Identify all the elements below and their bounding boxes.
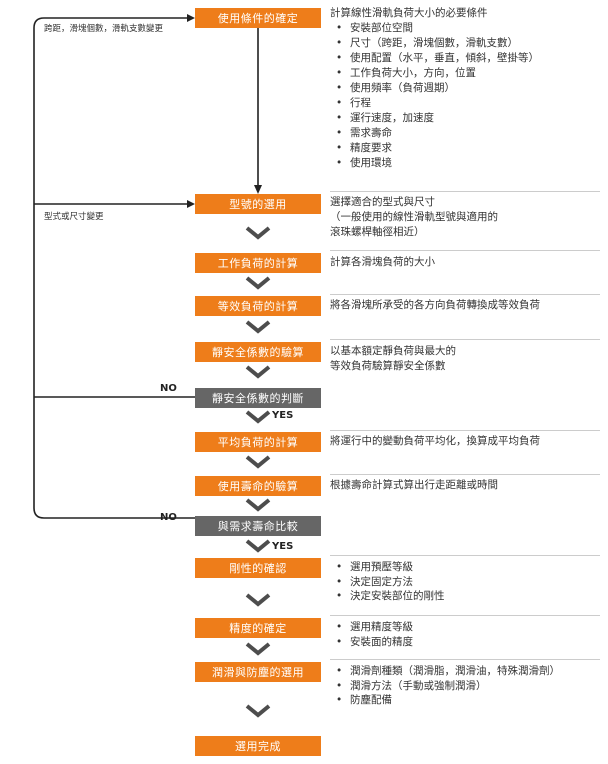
step-precision: 精度的確定 [195,618,321,638]
rigidity-description: 選用預壓等級 決定固定方法 決定安裝部位的剛性 [330,560,600,604]
chevron-down-icon [245,365,271,379]
lubrication-description: 潤滑劑種類（潤滑脂，潤滑油，特殊潤滑劑） 潤滑方法（手動或強制潤滑） 防塵配備 [330,664,600,708]
step-complete: 選用完成 [195,736,321,756]
static-safety-line: 以基本額定靜負荷與最大的 [330,345,456,357]
step-static-safety-decision: 靜安全係數的判斷 [195,388,321,408]
list-item: 決定安裝部位的剛性 [330,589,600,604]
step-working-load: 工作負荷的計算 [195,253,321,273]
arrowhead-top [187,14,195,22]
list-item: 使用頻率（負荷週期） [330,81,600,96]
list-item: 工作負荷大小，方向，位置 [330,66,600,81]
arrowhead-model [187,200,195,208]
list-item: 行程 [330,96,600,111]
no-label: NO [160,383,177,394]
loop-label-model: 型式或尺寸變更 [44,212,104,222]
list-item: 尺寸（跨距，滑塊個數，滑軌支數） [330,36,600,51]
chevron-down-icon [245,593,271,607]
precision-description: 選用精度等級 安裝面的精度 [330,620,600,649]
step-static-safety-check: 靜安全係數的驗算 [195,342,321,362]
static-safety-line: 等效負荷驗算靜安全係數 [330,360,446,372]
list-item: 潤滑劑種類（潤滑脂，潤滑油，特殊潤滑劑） [330,664,600,679]
divider [330,250,600,251]
mean-load-description: 將運行中的變動負荷平均化，換算成平均負荷 [330,435,540,447]
life-description: 根據壽命計算式算出行走距離或時間 [330,479,498,491]
step-life-check: 使用壽命的驗算 [195,476,321,496]
conditions-list: 安裝部位空間 尺寸（跨距，滑塊個數，滑軌支數） 使用配置（水平，垂直，傾斜，壁掛… [330,21,600,171]
chevron-down-icon [245,455,271,469]
list-item: 使用配置（水平，垂直，傾斜，壁掛等） [330,51,600,66]
conditions-description: 計算線性滑軌負荷大小的必要條件 安裝部位空間 尺寸（跨距，滑塊個數，滑軌支數） … [330,6,600,171]
divider [330,339,600,340]
working-load-description: 計算各滑塊負荷的大小 [330,256,435,268]
chevron-down-icon [245,226,271,240]
step-rigidity: 剛性的確認 [195,558,321,578]
step-equivalent-load: 等效負荷的計算 [195,296,321,316]
divider [330,294,600,295]
arrowhead-1 [254,185,262,194]
model-line: 選擇適合的型式與尺寸 [330,196,435,208]
list-item: 防塵配備 [330,693,600,708]
yes-label: YES [272,541,294,552]
divider [330,474,600,475]
no-label: NO [160,512,177,523]
model-description: 選擇適合的型式與尺寸 （一般使用的線性滑軌型號與適用的 滾珠螺桿軸徑相近） [330,195,600,240]
divider [330,615,600,616]
feedback-loop-top [33,17,195,519]
chevron-down-icon [245,539,271,553]
step-usage-conditions: 使用條件的確定 [195,8,321,28]
static-safety-description: 以基本額定靜負荷與最大的 等效負荷驗算靜安全係數 [330,344,600,374]
step-mean-load: 平均負荷的計算 [195,432,321,452]
list-item: 安裝部位空間 [330,21,600,36]
list-item: 運行速度，加速度 [330,111,600,126]
list-item: 決定固定方法 [330,575,600,590]
chevron-down-icon [245,704,271,718]
divider [330,555,600,556]
chevron-down-icon [245,410,271,424]
divider [330,659,600,660]
list-item: 潤滑方法（手動或強制潤滑） [330,679,600,694]
step-lubrication: 潤滑與防塵的選用 [195,662,321,682]
model-line: （一般使用的線性滑軌型號與適用的 [330,211,498,223]
chevron-down-icon [245,276,271,290]
divider [330,430,600,431]
list-item: 需求壽命 [330,126,600,141]
model-line: 滾珠螺桿軸徑相近） [330,226,425,238]
chevron-down-icon [245,498,271,512]
loop-label-top: 跨距，滑塊個數，滑軌支數變更 [44,24,164,34]
list-item: 選用精度等級 [330,620,600,635]
chevron-down-icon [245,642,271,656]
equivalent-load-description: 將各滑塊所承受的各方向負荷轉換成等效負荷 [330,299,540,311]
step-life-compare: 與需求壽命比較 [195,516,321,536]
list-item: 選用預壓等級 [330,560,600,575]
chevron-down-icon [245,320,271,334]
yes-label: YES [272,410,294,421]
conditions-title: 計算線性滑軌負荷大小的必要條件 [330,7,488,19]
divider [330,191,600,192]
list-item: 精度要求 [330,141,600,156]
list-item: 安裝面的精度 [330,635,600,650]
list-item: 使用環境 [330,156,600,171]
step-model-selection: 型號的選用 [195,194,321,214]
